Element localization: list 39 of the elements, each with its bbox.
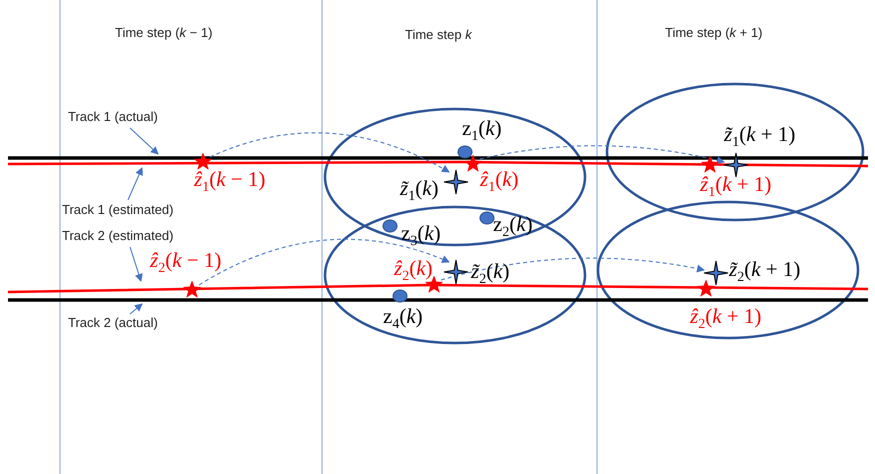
prediction-arrow: [440, 258, 705, 280]
estimate-star: [464, 154, 482, 172]
estimate-label: ẑ$_{1}$(k): [480, 168, 519, 196]
predicted-position-marker: [444, 260, 468, 284]
predicted-position-label: z̃$_{2}$(k + 1): [729, 258, 800, 286]
estimate-label: ẑ$_{1}$(k + 1): [700, 173, 772, 201]
track-label: Track 1 (actual): [68, 110, 158, 124]
track-label: Track 1 (estimated): [62, 203, 174, 218]
predicted-position-marker: [704, 260, 728, 286]
track-line: [8, 284, 868, 294]
leader-line: [130, 246, 143, 282]
estimate-star: [194, 152, 212, 170]
estimate-label: ẑ$_{2}$(k + 1): [690, 305, 762, 333]
prediction-arrow: [210, 132, 450, 172]
predicted-position-label: z̃$_{1}$(k + 1): [724, 123, 796, 151]
measurement-label: z$_{4}$(k): [383, 305, 423, 333]
track-line: [8, 156, 868, 160]
track-label: Track 2 (actual): [68, 316, 158, 330]
estimate-star: [183, 280, 201, 298]
predicted-position-label: z̃$_{1}$(k): [400, 177, 439, 205]
track-line: [8, 160, 868, 168]
estimate-star: [697, 280, 715, 297]
column-header: Time step (k + 1): [665, 26, 762, 40]
predicted-position-marker: [724, 152, 748, 178]
leader-line: [128, 167, 143, 200]
column-header: Time step k: [405, 28, 472, 42]
leader-line: [130, 303, 143, 314]
track-label: Track 2 (estimated): [62, 229, 174, 244]
estimate-label: ẑ$_{2}$(k): [394, 257, 433, 285]
predicted-position-marker: [444, 170, 468, 194]
estimate-label: ẑ$_{2}$(k − 1): [150, 249, 222, 277]
track-line: [8, 298, 868, 302]
column-header: Time step (k − 1): [115, 26, 212, 40]
estimate-star: [701, 156, 719, 173]
leader-line: [130, 128, 159, 155]
prediction-arrow: [198, 238, 450, 286]
prediction-arrow: [480, 145, 725, 164]
estimate-label: ẑ$_{1}$(k − 1): [194, 168, 266, 196]
measurement-label: z$_{1}$(k): [462, 117, 502, 145]
